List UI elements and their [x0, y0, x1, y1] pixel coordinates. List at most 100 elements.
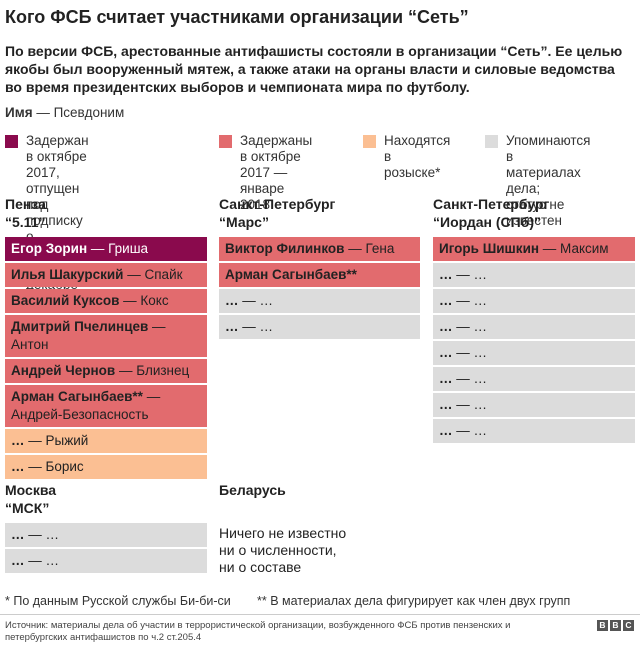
member-separator: —	[452, 319, 474, 334]
member-alias: Близнец	[136, 363, 190, 378]
legend-swatch-released	[5, 135, 18, 148]
page-title: Кого ФСБ считает участниками организации…	[5, 7, 469, 27]
member-name: …	[11, 527, 25, 542]
member-alias: …	[259, 319, 274, 334]
footnote-two-groups: ** В материалах дела фигурирует как член…	[257, 594, 571, 608]
member-separator: —	[115, 363, 137, 378]
legend-swatch-detained	[219, 135, 232, 148]
member-alias: Гена	[365, 241, 395, 256]
member-name: Василий Куксов	[11, 293, 120, 308]
member-alias: Спайк	[144, 267, 183, 282]
group-list-spb-jordan: Игорь Шишкин — Максим… — …… — …… — …… — …	[433, 237, 635, 445]
member-name: Илья Шакурский	[11, 267, 124, 282]
member-name: …	[225, 293, 239, 308]
member-row: … — …	[433, 315, 635, 339]
member-alias: …	[473, 267, 488, 282]
member-name: …	[439, 397, 453, 412]
member-row: … — …	[433, 341, 635, 365]
bbc-logo-letter: B	[597, 620, 608, 631]
legend: Задержан в октябре 2017, отпущен под под…	[0, 133, 640, 308]
member-row: … — …	[433, 263, 635, 287]
member-separator: —	[148, 319, 166, 334]
member-alias: Андрей-Безопасность	[11, 407, 149, 422]
group-title-moscow: Москва “МСК”	[5, 482, 57, 516]
member-row: … — …	[5, 523, 207, 547]
member-separator: —	[123, 267, 145, 282]
source-note: Источник: материалы дела об участии в те…	[5, 620, 511, 643]
member-name: Арман Сагынбаев**	[225, 267, 357, 282]
member-name: Виктор Филинков	[225, 241, 345, 256]
group-list-moscow: … — …… — …	[5, 523, 207, 575]
divider	[0, 614, 640, 615]
member-name: …	[11, 459, 25, 474]
legend-label-wanted: Находятся в розыске*	[384, 133, 451, 180]
member-alias: …	[473, 319, 488, 334]
member-separator: —	[238, 319, 260, 334]
legend-swatch-unknown	[485, 135, 498, 148]
member-name: Андрей Чернов	[11, 363, 116, 378]
member-alias: Борис	[45, 459, 84, 474]
member-name: …	[439, 371, 453, 386]
legend-label-unknown: Упоминаются в материалах дела; статус не…	[506, 133, 591, 228]
member-alias: …	[473, 397, 488, 412]
member-separator: —	[238, 293, 260, 308]
member-row: Виктор Филинков — Гена	[219, 237, 420, 261]
group-title-belarus: Беларусь	[219, 482, 286, 498]
member-name: …	[225, 319, 239, 334]
member-alias: …	[473, 345, 488, 360]
member-alias: …	[473, 423, 488, 438]
member-separator: —	[452, 267, 474, 282]
member-row: … — …	[433, 419, 635, 443]
member-separator: —	[452, 423, 474, 438]
member-row: Игорь Шишкин — Максим	[433, 237, 635, 261]
member-separator: —	[452, 293, 474, 308]
member-alias: …	[259, 293, 274, 308]
name-key: Имя — Псевдоним	[5, 105, 124, 120]
member-row: Арман Сагынбаев**	[219, 263, 420, 287]
name-key-name: Имя	[5, 105, 33, 120]
member-alias: Кокс	[140, 293, 169, 308]
member-separator: —	[142, 389, 161, 404]
member-row: Егор Зорин — Гриша	[5, 237, 207, 261]
member-alias: Антон	[11, 337, 49, 352]
bbc-logo: B B C	[597, 620, 634, 631]
member-name: …	[439, 345, 453, 360]
member-name: Арман Сагынбаев**	[11, 389, 143, 404]
member-row: … — …	[433, 289, 635, 313]
member-row: … — Рыжий	[5, 429, 207, 453]
member-row: Василий Куксов — Кокс	[5, 289, 207, 313]
member-name: Дмитрий Пчелинцев	[11, 319, 149, 334]
member-name: …	[439, 267, 453, 282]
member-alias: Рыжий	[45, 433, 89, 448]
member-separator: —	[24, 527, 46, 542]
page-subtitle: По версии ФСБ, арестованные антифашисты …	[5, 43, 623, 95]
member-row: Андрей Чернов — Близнец	[5, 359, 207, 383]
group-title-penza: Пенза “5.11”	[5, 196, 46, 230]
name-key-pseudonym: Псевдоним	[53, 105, 125, 120]
member-separator: —	[539, 241, 561, 256]
member-name: Егор Зорин	[11, 241, 88, 256]
member-alias: …	[473, 371, 488, 386]
member-separator: —	[452, 371, 474, 386]
member-row: Дмитрий Пчелинцев — Антон	[5, 315, 207, 357]
member-name: …	[11, 553, 25, 568]
member-name: …	[439, 423, 453, 438]
member-row: … — …	[433, 367, 635, 391]
member-row: … — …	[5, 549, 207, 573]
member-separator: —	[87, 241, 109, 256]
member-alias: …	[45, 553, 60, 568]
member-row: Арман Сагынбаев** — Андрей-Безопасность	[5, 385, 207, 427]
member-row: Илья Шакурский — Спайк	[5, 263, 207, 287]
member-name: …	[439, 319, 453, 334]
belarus-note: Ничего не известно ни о численности, ни …	[219, 525, 347, 575]
member-name: Игорь Шишкин	[439, 241, 540, 256]
member-separator: —	[344, 241, 366, 256]
member-separator: —	[24, 459, 46, 474]
member-alias: …	[473, 293, 488, 308]
member-row: … — …	[433, 393, 635, 417]
legend-label-detained: Задержаны в октябре 2017 — январе 2018	[240, 133, 313, 212]
group-title-spb-mars: Санкт-Петербург “Марс”	[219, 196, 336, 230]
bbc-logo-letter: B	[610, 620, 621, 631]
member-row: … — Борис	[5, 455, 207, 479]
